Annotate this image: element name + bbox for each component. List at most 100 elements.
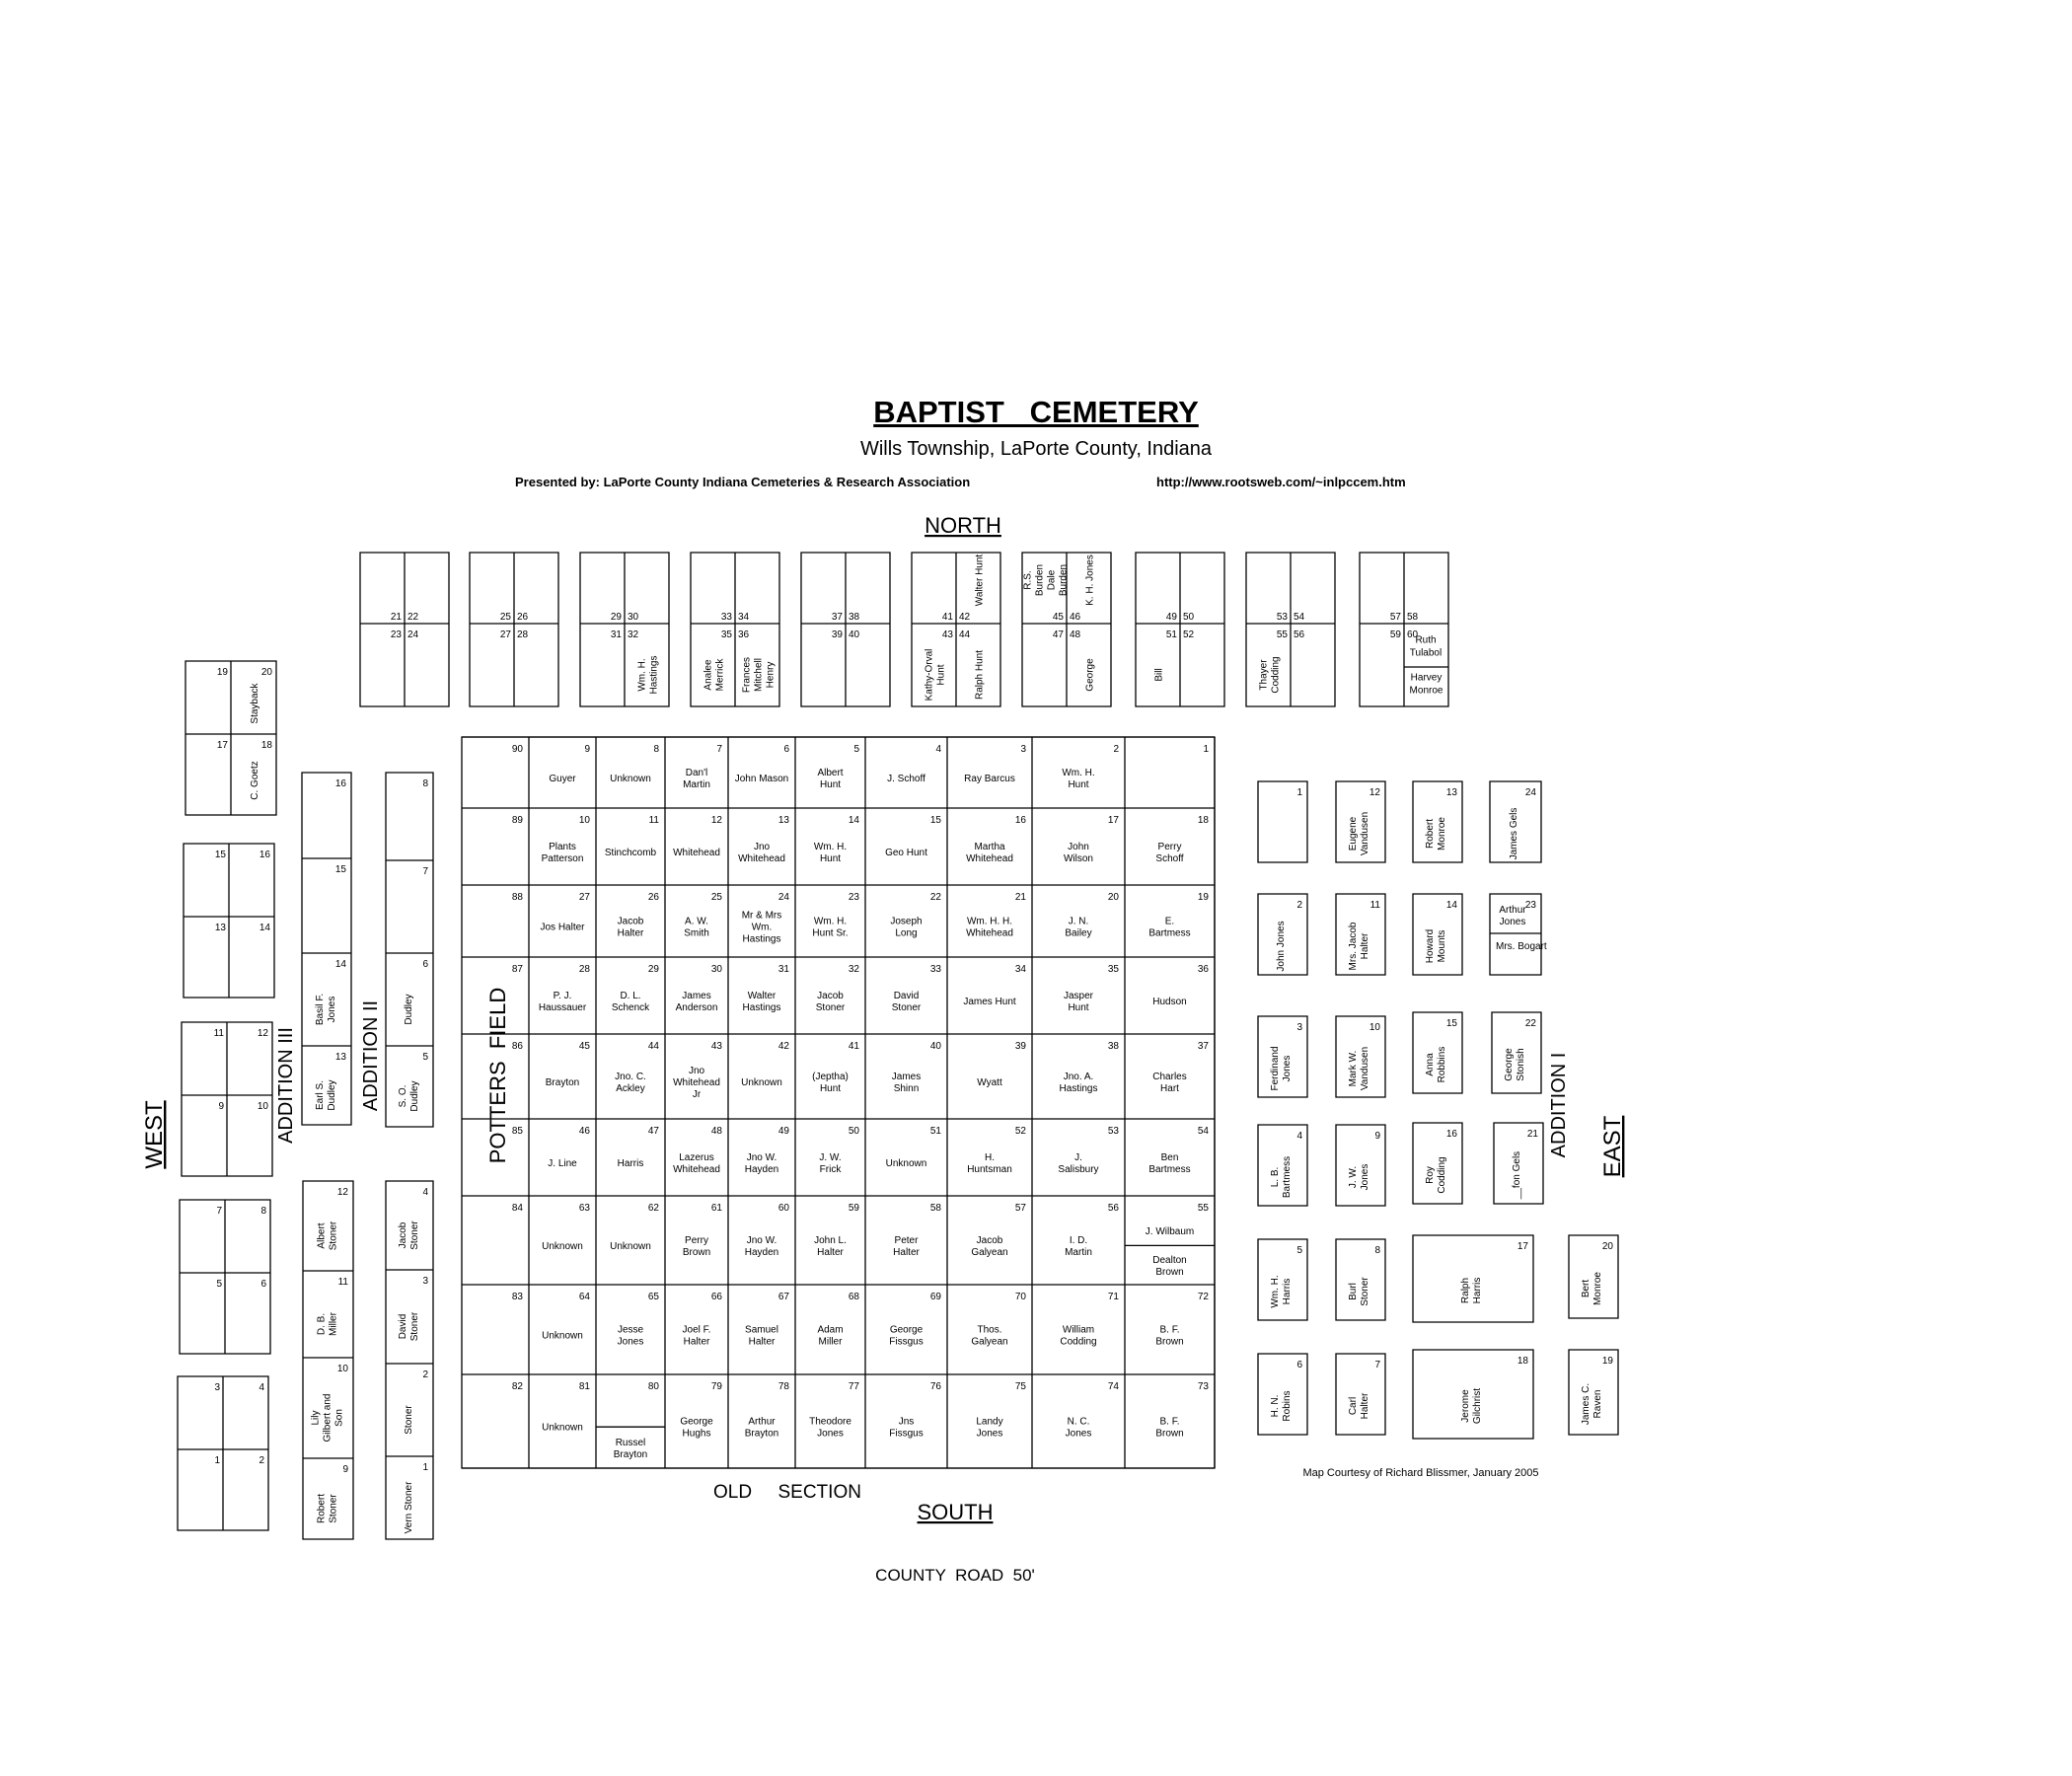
burial-name: H.: [985, 1152, 995, 1163]
lot-number: 77: [849, 1381, 860, 1392]
plot-name: Miller: [329, 1311, 339, 1336]
burial-name: Stoner: [816, 1002, 846, 1013]
burial-name: Salisbury: [1058, 1164, 1098, 1175]
lot-number: 5: [216, 1279, 222, 1290]
burial-name: Hunt: [820, 779, 841, 790]
lot-number: 13: [215, 923, 227, 933]
plot-name: Raven: [1592, 1390, 1603, 1419]
plot-name: Gilchrist: [1472, 1388, 1483, 1424]
lot-number: 39: [1015, 1041, 1027, 1052]
plot-name: Dudley: [409, 1080, 420, 1111]
lot-number: 35: [1108, 964, 1120, 975]
lot-number: 51: [1166, 629, 1178, 640]
lot-number: 24: [407, 629, 419, 640]
burial-name: Dealton: [1152, 1255, 1186, 1266]
lot-number: 40: [930, 1041, 942, 1052]
burial-name: Bartmess: [1148, 1164, 1190, 1175]
lot-number: 45: [579, 1041, 591, 1052]
lot-number: 38: [1108, 1041, 1120, 1052]
burial-name: Wm. H.: [814, 842, 847, 852]
burial-name: Plants: [549, 842, 576, 852]
lot-number: 53: [1108, 1126, 1120, 1137]
lot-number: 72: [1198, 1292, 1210, 1302]
burial-name: Wm. H. H.: [967, 917, 1012, 927]
plot-name: Jones: [1360, 1164, 1370, 1191]
old-section-label: OLD SECTION: [713, 1482, 861, 1503]
lot-number: 13: [778, 815, 790, 826]
lot-number: 82: [512, 1381, 524, 1392]
burial-name: J. Line: [548, 1158, 577, 1169]
plot-name: Frances: [742, 657, 753, 693]
lot-number: 20: [1108, 892, 1120, 903]
burial-name: Wilson: [1064, 853, 1093, 864]
burial-name: Perry: [1158, 842, 1182, 852]
burial-name: Whitehead: [966, 853, 1013, 864]
plot-name: Howard: [1425, 929, 1436, 963]
lot-number: 45: [1053, 612, 1065, 623]
burial-name: George: [890, 1325, 924, 1336]
burial-name: Stinchcomb: [605, 848, 657, 858]
lot-number: 49: [778, 1126, 790, 1137]
addition-i-lot: [1258, 1125, 1307, 1206]
lot-number: 44: [648, 1041, 660, 1052]
burial-name: Miller: [819, 1337, 844, 1348]
lot-number: 12: [258, 1028, 269, 1039]
burial-name: Bartmess: [1148, 928, 1190, 939]
lot-number: 81: [579, 1381, 591, 1392]
burial-name: Dan'l: [686, 768, 707, 778]
burial-name: Jos Halter: [540, 923, 585, 933]
lot-number: 8: [1374, 1245, 1380, 1256]
plot-name: Monroe: [1437, 817, 1447, 851]
lot-number: 5: [1296, 1245, 1302, 1256]
lot-number: 90: [512, 744, 524, 755]
lot-number: 20: [261, 667, 273, 678]
burial-name: J. Schoff: [887, 774, 925, 784]
lot-number: 30: [711, 964, 723, 975]
burial-name: Hunt Sr.: [812, 928, 848, 939]
lot-number: 5: [853, 744, 859, 755]
lot-number: 20: [1602, 1241, 1614, 1252]
potters-field-label: POTTERS FIELD: [485, 988, 510, 1163]
plot-name: David: [398, 1314, 408, 1340]
burial-name: Unknown: [610, 1241, 651, 1252]
lot-number: 51: [930, 1126, 942, 1137]
burial-name: Stoner: [892, 1002, 922, 1013]
burial-name: Martin: [683, 779, 710, 790]
burial-name: Hart: [1160, 1083, 1179, 1094]
plot-name: Ralph: [1460, 1278, 1471, 1303]
lot-number: 31: [611, 629, 623, 640]
lot-number: 14: [1446, 900, 1458, 911]
lot-number: 12: [1369, 787, 1381, 798]
burial-name: B. F.: [1159, 1325, 1179, 1336]
burial-name: J.: [1074, 1152, 1082, 1163]
plot-name: Stoner: [409, 1221, 420, 1250]
burial-name: J. N.: [1069, 917, 1089, 927]
burial-name: Unknown: [542, 1331, 583, 1342]
plot-name: Vandusen: [1360, 812, 1370, 855]
plot-name: Harris: [1472, 1278, 1483, 1304]
plot-name: Analee: [703, 659, 714, 691]
lot-number: 47: [1053, 629, 1065, 640]
lot-number: 46: [1070, 612, 1081, 623]
burial-name: Patterson: [542, 853, 584, 864]
burial-name: John: [1068, 842, 1089, 852]
plot-name: Stoner: [329, 1494, 339, 1523]
lot-number: 89: [512, 815, 524, 826]
lot-number: 15: [215, 850, 227, 860]
lot-number: 1: [1203, 744, 1209, 755]
lot-number: 83: [512, 1292, 524, 1302]
addition-i-lot: [1336, 781, 1385, 862]
plot-name: Dudley: [404, 994, 414, 1024]
lot-number: 2: [1296, 900, 1302, 911]
burial-name: Landy: [976, 1417, 1002, 1428]
lot-number: 27: [579, 892, 591, 903]
lot-number: 64: [579, 1292, 591, 1302]
addition-ii-label: ADDITION II: [360, 1000, 382, 1111]
plot-name: George: [1504, 1048, 1515, 1081]
burial-name: Joseph: [890, 917, 922, 927]
plot-name: Mitchell: [754, 658, 765, 692]
plot-name: Burl: [1348, 1283, 1359, 1300]
burial-name: Whitehead: [673, 848, 720, 858]
plot-name: Halter: [1360, 1392, 1370, 1419]
lot-number: 69: [930, 1292, 942, 1302]
